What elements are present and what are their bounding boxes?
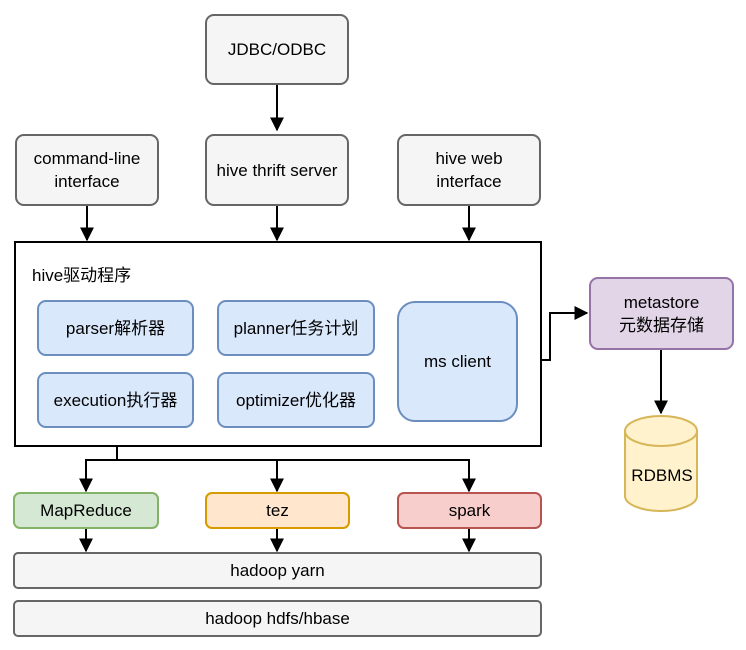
command-line-interface-node: command-line interface: [15, 134, 159, 206]
metastore-node: metastore 元数据存储: [589, 277, 734, 350]
planner-node: planner任务计划: [217, 300, 375, 356]
rdbms-label: RDBMS: [631, 466, 693, 485]
hive-thrift-server-node: hive thrift server: [205, 134, 349, 206]
hive-driver-label: hive驱动程序: [32, 266, 132, 285]
edge-execution-tez: [117, 459, 284, 493]
hive-web-interface-node: hive web interface: [397, 134, 541, 206]
hadoop-yarn-node: hadoop yarn: [13, 552, 542, 589]
ms-client-node: ms client: [397, 301, 518, 422]
rdbms-cylinder: [624, 415, 698, 512]
execution-node: execution执行器: [37, 372, 194, 428]
edge-execution-spark: [277, 459, 476, 493]
hadoop-hdfs-hbase-node: hadoop hdfs/hbase: [13, 600, 542, 637]
tez-node: tez: [205, 492, 350, 529]
parser-node: parser解析器: [37, 300, 194, 356]
optimizer-node: optimizer优化器: [217, 372, 375, 428]
spark-node: spark: [397, 492, 542, 529]
jdbc-odbc-node: JDBC/ODBC: [205, 14, 349, 85]
mapreduce-node: MapReduce: [13, 492, 159, 529]
